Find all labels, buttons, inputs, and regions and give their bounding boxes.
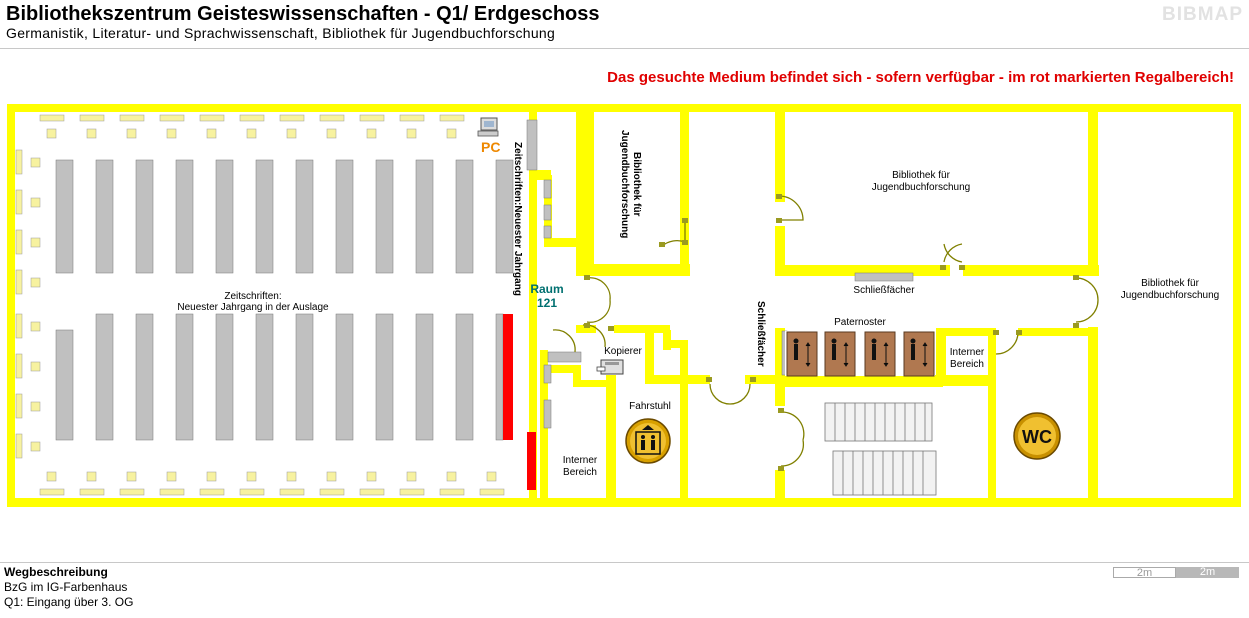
bib-right-label-line1: Bibliothek für xyxy=(1141,278,1199,289)
stairs-icon xyxy=(824,402,937,496)
directions-line-1: BzG im IG-Farbenhaus xyxy=(4,580,128,594)
bib-vertical-label-line2: Jugendbuchforschung xyxy=(619,130,630,238)
computer-icon xyxy=(477,117,499,137)
paternoster-label: Paternoster xyxy=(834,317,886,328)
elevator-icon xyxy=(625,418,671,464)
paternoster-icon xyxy=(785,331,935,377)
bib-large-label-line2: Jugendbuchforschung xyxy=(872,182,970,193)
copier-label: Kopierer xyxy=(604,346,642,357)
internal-area-1-line2: Bereich xyxy=(563,467,597,478)
scale-segment-right: 2m xyxy=(1176,567,1239,578)
scale-segment-left: 2m xyxy=(1113,567,1176,579)
table-row-bottom xyxy=(39,471,505,496)
directions-line-2: Q1: Eingang über 3. OG xyxy=(4,595,134,609)
internal-area-1-line1: Interner xyxy=(563,455,598,466)
header-divider xyxy=(0,48,1249,49)
internal-area-2-line1: Interner xyxy=(950,347,985,358)
copier-icon xyxy=(596,359,624,375)
reading-area-label-line1: Zeitschriften: xyxy=(224,291,281,302)
brand-logo: BIBMAP xyxy=(1162,4,1243,25)
bib-large-label-line1: Bibliothek für xyxy=(892,170,950,181)
lockers-vertical-label: Schließfächer xyxy=(755,301,766,367)
bib-right-label-line2: Jugendbuchforschung xyxy=(1121,290,1219,301)
location-notice: Das gesuchte Medium befindet sich - sofe… xyxy=(607,69,1234,86)
directions-panel: Wegbeschreibung BzG im IG-Farbenhaus Q1:… xyxy=(4,565,133,610)
door-hinges xyxy=(584,194,1079,471)
room-number-label-line2: 121 xyxy=(537,296,557,310)
zeitschriften-vertical-label: Zeitschriften:Neuester Jahrgang xyxy=(512,142,523,296)
lockers-label: Schließfächer xyxy=(853,285,915,296)
directions-heading: Wegbeschreibung xyxy=(4,565,108,579)
wc-icon xyxy=(1013,412,1061,460)
scale-bar: 2m 2m xyxy=(1113,567,1241,579)
pc-label: PC xyxy=(481,139,500,155)
page-title: Bibliothekszentrum Geisteswissenschaften… xyxy=(6,3,600,25)
highlighted-shelf-lower xyxy=(527,432,536,490)
room-number-label-line1: Raum xyxy=(530,282,563,296)
reading-area-label-line2: Neuester Jahrgang in der Auslage xyxy=(177,302,329,313)
internal-area-2-line2: Bereich xyxy=(950,359,984,370)
highlighted-shelf-main xyxy=(503,314,513,440)
shelf-rows xyxy=(55,119,538,441)
small-shelves xyxy=(543,179,914,429)
table-column-left xyxy=(15,149,41,459)
footer-divider xyxy=(0,562,1249,563)
table-row-top xyxy=(39,114,465,139)
elevator-label: Fahrstuhl xyxy=(629,401,671,412)
wc-label: WC xyxy=(1022,427,1052,447)
page-subtitle: Germanistik, Literatur- und Sprachwissen… xyxy=(6,25,556,41)
bib-vertical-label-line1: Bibliothek für xyxy=(631,152,642,217)
